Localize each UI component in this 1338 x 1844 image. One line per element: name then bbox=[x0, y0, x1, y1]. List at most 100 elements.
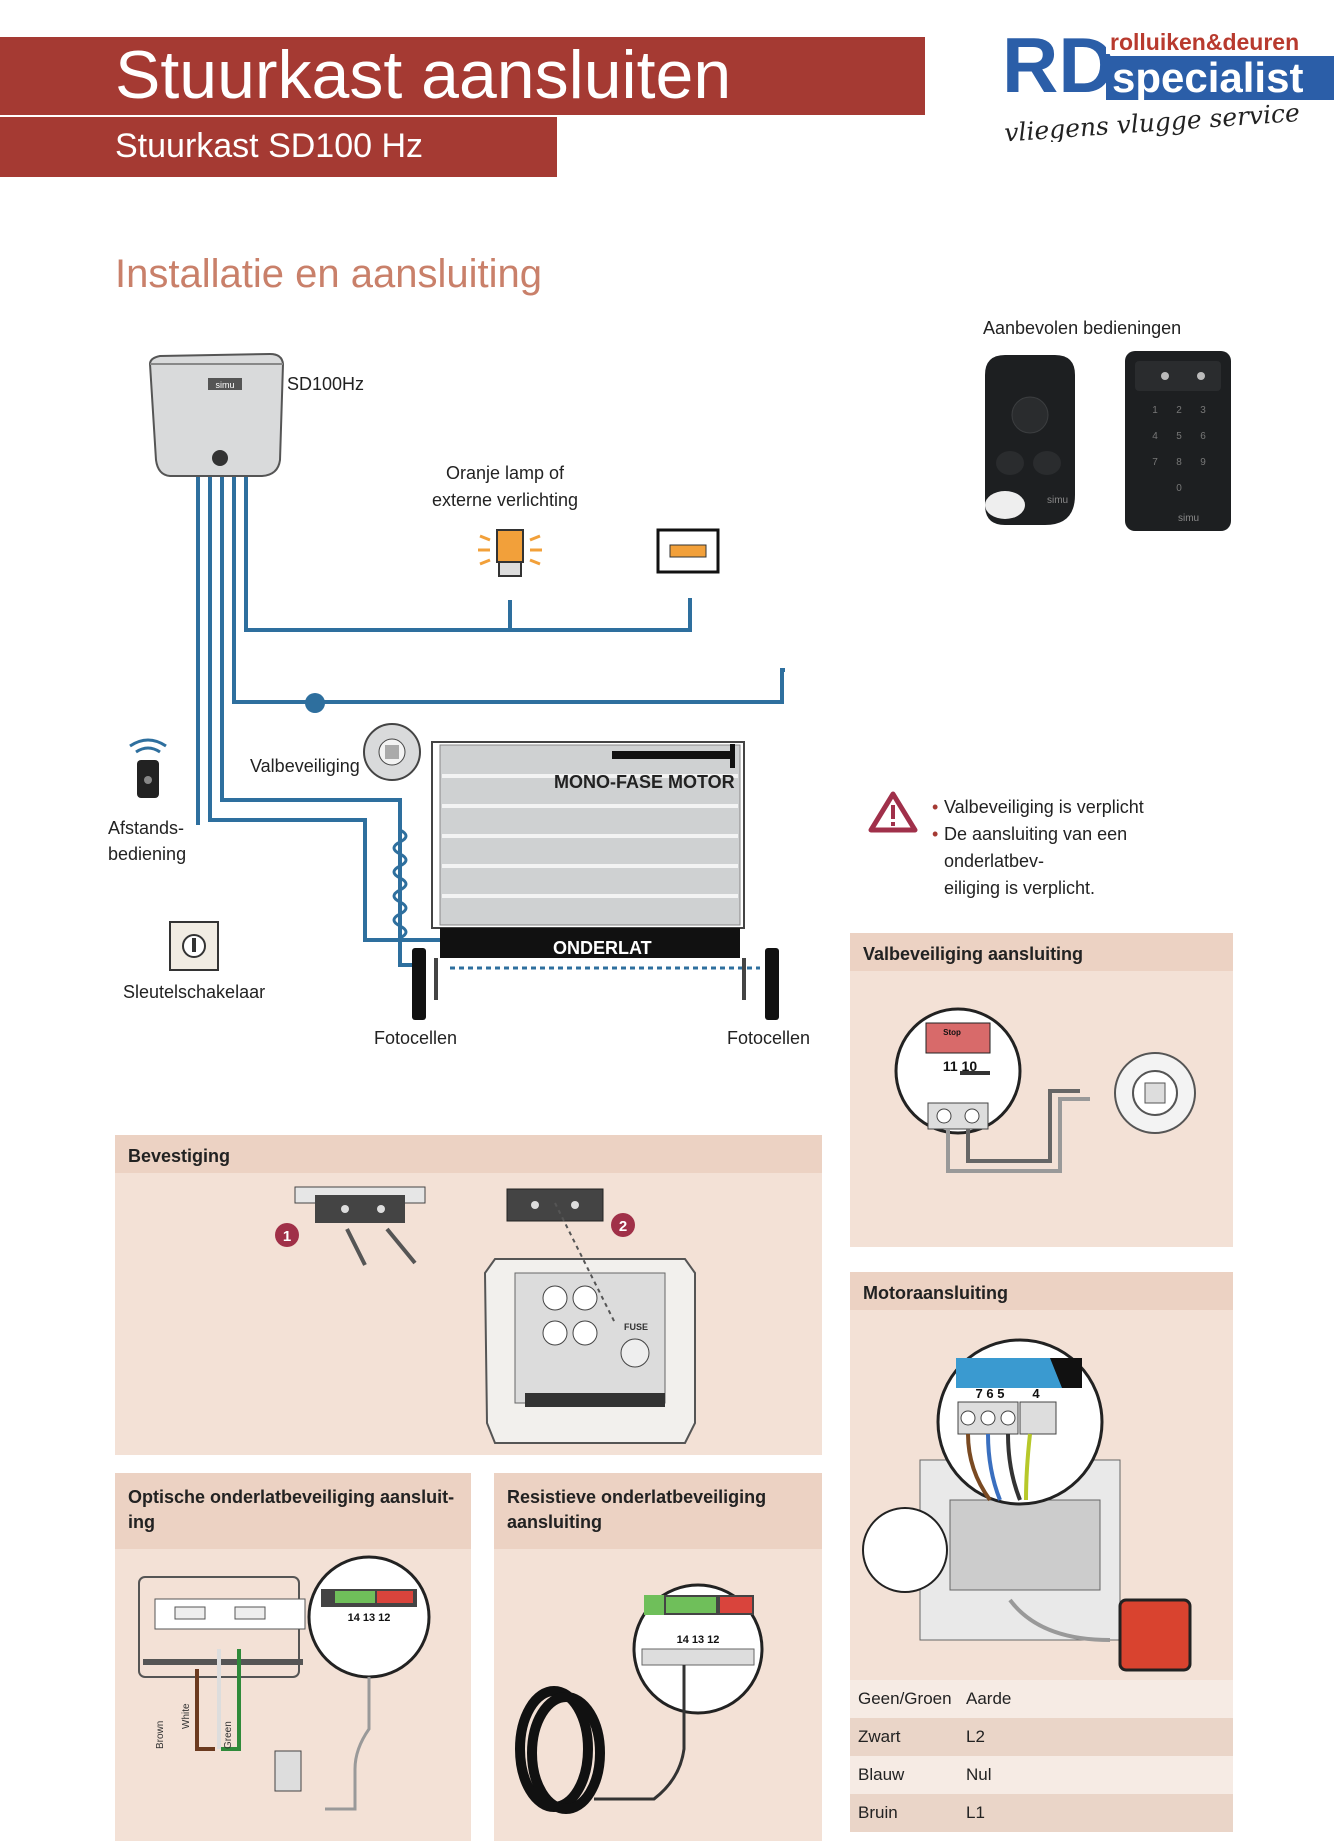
key-switch-label: Sleutelschakelaar bbox=[123, 982, 266, 1002]
motor-terminals-a: 7 6 5 bbox=[976, 1386, 1005, 1401]
installation-diagram: simu bbox=[129, 352, 785, 1020]
orange-lamp-icon bbox=[478, 529, 542, 577]
junction-dot bbox=[305, 693, 325, 713]
remote-brand: simu bbox=[1047, 495, 1068, 506]
panel-valbeveiliging-title: Valbeveiliging aansluiting bbox=[863, 944, 1084, 964]
motor-terminals-b: 4 bbox=[1032, 1386, 1040, 1401]
spring-icon bbox=[392, 828, 408, 940]
table-cell-color: Bruin bbox=[858, 1803, 898, 1822]
optical-terminals: 14 13 12 bbox=[348, 1612, 391, 1624]
page-title: Stuurkast aansluiten bbox=[115, 37, 732, 113]
lamp-label: Oranje lamp of externe verlichting bbox=[420, 460, 590, 514]
company-logo: RD rolluiken&deuren specialist vliegens … bbox=[1000, 21, 1336, 148]
step-2-number: 2 bbox=[619, 1218, 627, 1235]
panel-optisch-header: Optische onderlatbeveiliging aansluit- i… bbox=[115, 1473, 471, 1549]
remote-control-image: simu bbox=[985, 355, 1075, 525]
logo-main-text: specialist bbox=[1112, 54, 1303, 101]
photocells-right-label: Fotocellen bbox=[727, 1028, 811, 1048]
optical-illustration: Brown White Green 14 13 12 bbox=[138, 1555, 431, 1811]
resistive-terminals: 14 13 12 bbox=[677, 1634, 720, 1646]
lamp-label-line2: externe verlichting bbox=[431, 490, 579, 510]
keypad-image: simu bbox=[1125, 351, 1231, 531]
step-1-badge bbox=[275, 1223, 299, 1247]
table-cell-color: Geen/Groen bbox=[858, 1689, 952, 1708]
table-row: Zwart L2 bbox=[850, 1718, 1233, 1756]
bottom-bar-label: ONDERLAT bbox=[553, 938, 652, 958]
keypad-key: 3 bbox=[1200, 405, 1206, 416]
fall-terminals: 11 10 bbox=[943, 1058, 977, 1074]
keypad-keys: 1 2 3 4 5 6 7 8 9 0 bbox=[1143, 405, 1215, 494]
recommended-title: Aanbevolen bedieningen bbox=[983, 318, 1182, 338]
recommended-devices: simu simu bbox=[985, 351, 1231, 531]
photocells-left-label: Fotocellen bbox=[374, 1028, 458, 1048]
table-cell-color: Zwart bbox=[858, 1727, 901, 1746]
table-row: Bruin L1 bbox=[850, 1794, 1233, 1832]
fall-protection-wiring: Stop 11 10 bbox=[894, 1007, 1196, 1173]
panel-valbeveiliging-header: Valbeveiliging aansluiting bbox=[850, 933, 1233, 971]
logo-mark: RD rolluiken&deuren specialist vliegens … bbox=[1002, 21, 1334, 148]
section-title: Installatie en aansluiting bbox=[115, 252, 542, 296]
photocell-left-icon bbox=[412, 948, 426, 1020]
panel-resistief-header: Resistieve onderlatbeveiliging aansluiti… bbox=[494, 1473, 822, 1549]
warning-item: •De aansluiting van een onderlatbev- eil… bbox=[932, 824, 1128, 898]
resistive-illustration: 14 13 12 bbox=[515, 1583, 764, 1814]
keypad-key: 9 bbox=[1200, 457, 1206, 468]
wire-label-green: Green bbox=[223, 1721, 234, 1749]
panel-motor-header: Motoraansluiting bbox=[850, 1272, 1233, 1310]
warning-item: •Valbeveiliging is verplicht bbox=[932, 797, 1144, 817]
fuse-label: FUSE bbox=[624, 1322, 648, 1332]
panel-bevestiging-title: Bevestiging bbox=[128, 1146, 231, 1166]
panel-bevestiging-header: Bevestiging bbox=[115, 1135, 822, 1173]
panel-resistief: Resistieve onderlatbeveiliging aansluiti… bbox=[494, 1473, 822, 1841]
keypad-brand: simu bbox=[1178, 513, 1199, 524]
table-cell-color: Blauw bbox=[858, 1765, 905, 1784]
logo-top-text: rolluiken&deuren bbox=[1110, 29, 1299, 55]
page-subtitle: Stuurkast SD100 Hz bbox=[115, 127, 424, 165]
wire-label-white: White bbox=[181, 1703, 192, 1729]
table-cell-function: Aarde bbox=[966, 1689, 1012, 1708]
wire-label-brown: Brown bbox=[155, 1721, 166, 1749]
keypad-key: 6 bbox=[1200, 431, 1206, 442]
remote-icon bbox=[129, 738, 167, 798]
keypad-key: 0 bbox=[1176, 483, 1182, 494]
lamp-label-line1: Oranje lamp of bbox=[445, 463, 565, 483]
roller-door bbox=[431, 741, 760, 1000]
table-cell-function: L2 bbox=[966, 1727, 985, 1746]
mounting-illustration: 1 2 FUSE bbox=[275, 1186, 696, 1444]
step-2-badge bbox=[611, 1213, 635, 1237]
remote-label: Afstands- bediening bbox=[108, 815, 186, 867]
bracket-icon bbox=[294, 1186, 426, 1266]
panel-motor-title: Motoraansluiting bbox=[863, 1283, 1008, 1303]
fall-protection-label: Valbeveiliging bbox=[250, 756, 360, 776]
panel-motor: Motoraansluiting 7 6 5 4 bbox=[850, 1272, 1233, 1680]
remote-label-line2: bediening bbox=[108, 844, 187, 864]
table-row: Geen/Groen Aarde bbox=[850, 1680, 1233, 1718]
keypad-key: 2 bbox=[1176, 405, 1182, 416]
keypad-key: 8 bbox=[1176, 457, 1182, 468]
subtitle-banner: Stuurkast SD100 Hz bbox=[0, 117, 557, 177]
wire-table: Geen/Groen Aarde Zwart L2 Blauw Nul Brui… bbox=[850, 1680, 1233, 1832]
motor-wiring: 7 6 5 4 bbox=[862, 1338, 1192, 1672]
logo-mark-text: RD bbox=[1002, 22, 1115, 109]
controller-open-icon bbox=[483, 1202, 696, 1444]
warning-list: •Valbeveiliging is verplicht •De aanslui… bbox=[932, 794, 1232, 902]
motor-label: MONO-FASE MOTOR bbox=[554, 772, 735, 792]
step-1-number: 1 bbox=[283, 1228, 291, 1245]
photocell-right-icon bbox=[765, 948, 779, 1020]
keypad-key: 7 bbox=[1152, 457, 1158, 468]
table-row: Blauw Nul bbox=[850, 1756, 1233, 1794]
title-banner: Stuurkast aansluiten bbox=[0, 37, 925, 115]
keypad-key: 1 bbox=[1152, 405, 1158, 416]
panel-valbeveiliging: Valbeveiliging aansluiting Stop 11 10 bbox=[850, 933, 1233, 1247]
warning-icon bbox=[868, 791, 918, 833]
panel-bevestiging: Bevestiging 1 2 FUSE bbox=[115, 1135, 822, 1455]
keypad-key: 5 bbox=[1176, 431, 1182, 442]
external-light-icon bbox=[656, 528, 720, 574]
controller-brand: simu bbox=[215, 380, 234, 390]
table-cell-function: Nul bbox=[966, 1765, 992, 1784]
panel-resistief-title: Resistieve onderlatbeveiliging aansluiti… bbox=[507, 1487, 767, 1532]
keypad-key: 4 bbox=[1152, 431, 1158, 442]
panel-optisch-title: Optische onderlatbeveiliging aansluit- i… bbox=[128, 1487, 455, 1532]
fall-protection-icon bbox=[363, 723, 421, 781]
table-cell-function: L1 bbox=[966, 1803, 985, 1822]
